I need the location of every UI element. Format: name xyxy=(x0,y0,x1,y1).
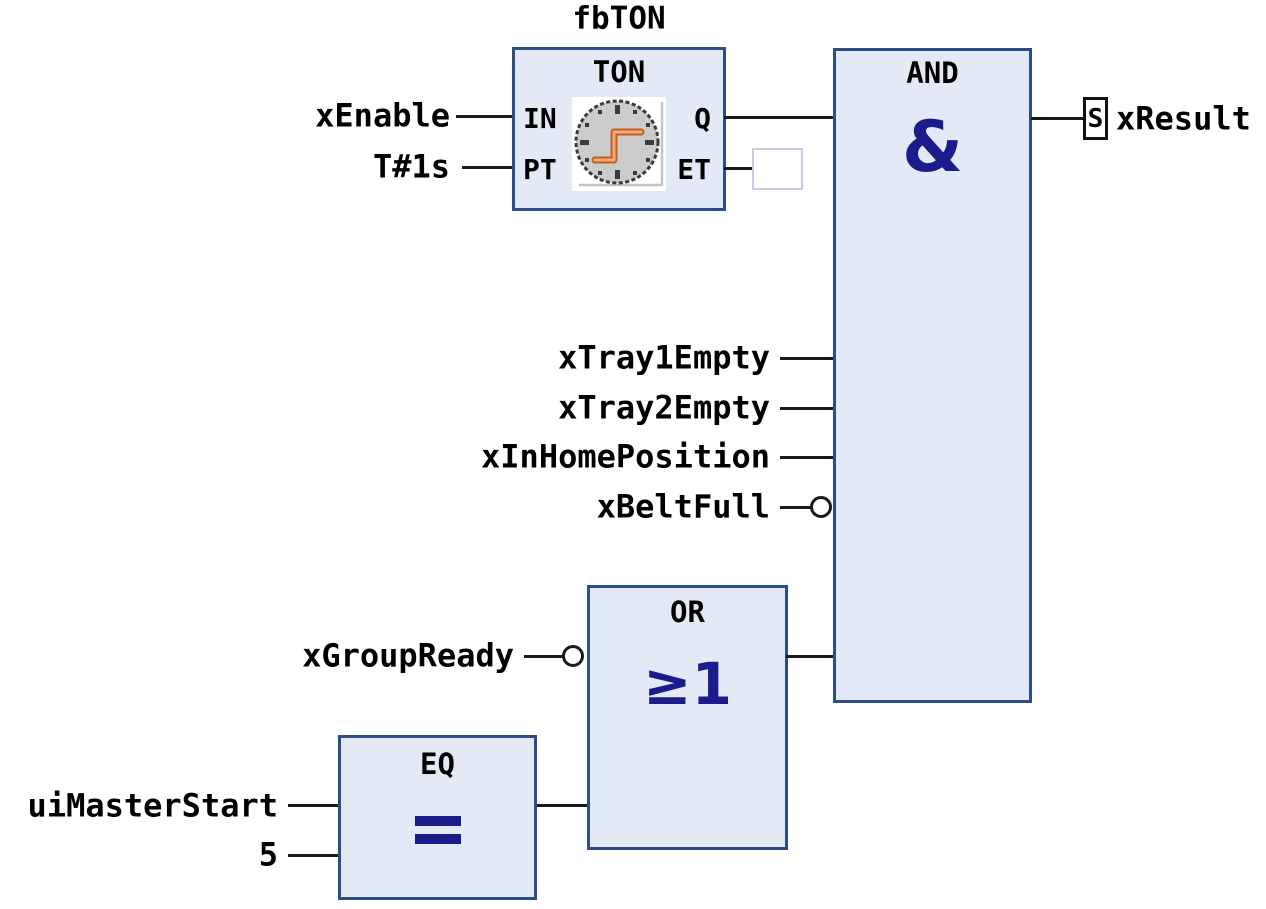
operand-xtray1empty[interactable]: xTray1Empty xyxy=(558,338,770,377)
and-type-label: AND xyxy=(906,56,959,90)
ton-type-label: TON xyxy=(592,55,646,89)
ton-clock-icon xyxy=(572,97,666,191)
wire-and-to-coil xyxy=(1031,117,1083,120)
wire-tray1-to-and xyxy=(780,357,833,360)
ton-pin-pt[interactable]: PT xyxy=(523,153,557,186)
wire-home-to-and xyxy=(780,456,833,459)
output-variable-label[interactable]: xResult xyxy=(1116,99,1251,138)
ton-pin-q[interactable]: Q xyxy=(694,102,711,135)
wire-uimasterstart-to-eq xyxy=(288,804,338,807)
ton-pin-in[interactable]: IN xyxy=(523,102,557,135)
operand-xinhomeposition[interactable]: xInHomePosition xyxy=(481,437,770,476)
or-block[interactable]: OR ≥1 xyxy=(587,585,788,850)
wire-q-to-and xyxy=(724,116,833,119)
wire-tray2-to-and xyxy=(780,407,833,410)
ton-instance-name[interactable]: fbTON xyxy=(572,0,666,37)
operand-xbeltfull[interactable]: xBeltFull xyxy=(596,487,770,526)
ton-pin-et[interactable]: ET xyxy=(677,153,711,186)
and-block[interactable]: AND & xyxy=(833,48,1032,703)
or-symbol: ≥1 xyxy=(643,650,732,718)
ton-block[interactable]: TON IN PT Q ET xyxy=(512,47,726,211)
operand-xgroupready[interactable]: xGroupReady xyxy=(302,636,514,675)
wire-xenable-to-in xyxy=(456,115,512,118)
set-coil-box[interactable]: S xyxy=(1083,97,1108,140)
eq-type-label: EQ xyxy=(420,747,455,781)
et-value-box[interactable] xyxy=(752,148,803,190)
wire-groupready-to-or xyxy=(524,655,563,658)
negation-circle-beltfull[interactable] xyxy=(810,496,832,518)
wire-eq-to-or xyxy=(537,804,587,807)
set-coil-modifier: S xyxy=(1087,103,1104,134)
or-type-label: OR xyxy=(670,595,705,629)
eq-block[interactable]: EQ xyxy=(338,735,537,900)
wire-beltfull-to-and xyxy=(780,506,811,509)
operand-xenable[interactable]: xEnable xyxy=(315,96,450,135)
operand-uimasterstart[interactable]: uiMasterStart xyxy=(27,786,278,825)
operand-xtray2empty[interactable]: xTray2Empty xyxy=(558,388,770,427)
wire-et-to-valuebox xyxy=(724,167,752,170)
and-symbol: & xyxy=(901,106,964,188)
eq-equals-symbol xyxy=(414,816,461,852)
wire-five-to-eq xyxy=(288,854,338,857)
operand-constant-5[interactable]: 5 xyxy=(258,835,278,874)
negation-circle-groupready[interactable] xyxy=(562,645,584,667)
operand-t1s[interactable]: T#1s xyxy=(372,147,450,186)
wire-t1s-to-pt xyxy=(462,166,512,169)
wire-or-to-and xyxy=(786,655,833,658)
